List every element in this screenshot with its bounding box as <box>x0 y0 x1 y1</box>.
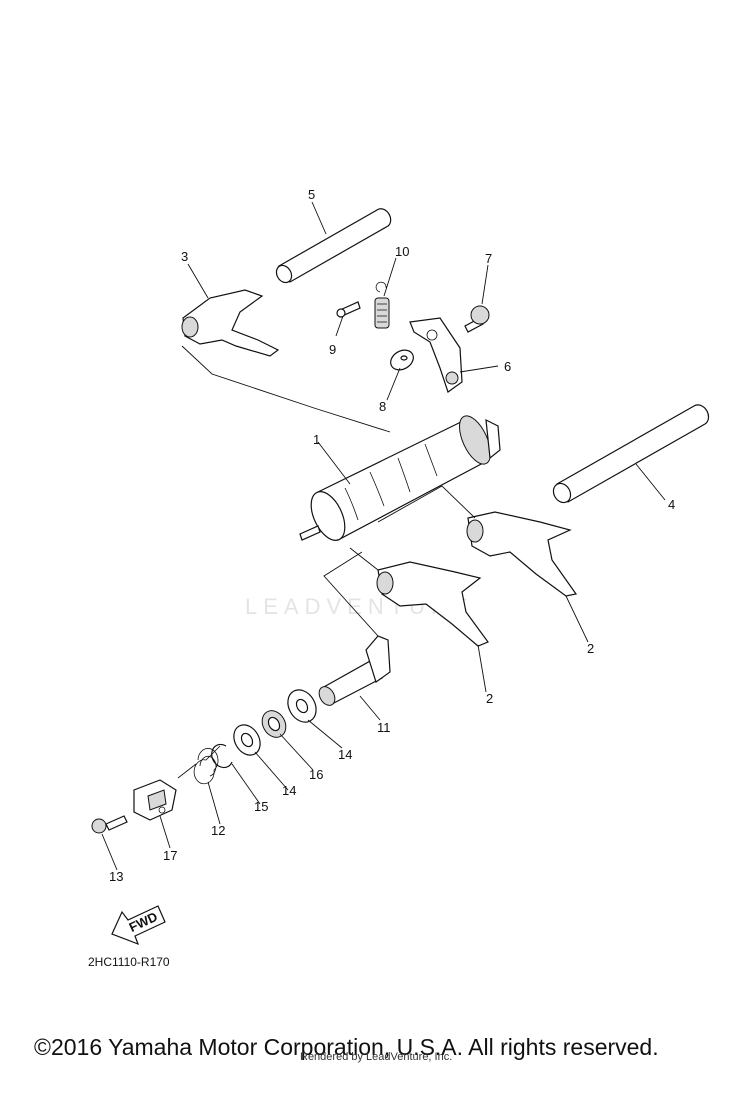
part-17-bracket[interactable] <box>133 779 177 821</box>
part-13-bolt[interactable] <box>91 815 128 834</box>
part-1-shift-drum[interactable] <box>299 411 501 545</box>
leader-lines <box>101 201 666 871</box>
callout-9: 9 <box>329 342 336 357</box>
part-3-shift-fork[interactable] <box>181 289 280 357</box>
part-11-shift-shaft[interactable] <box>316 635 391 708</box>
callout-5: 5 <box>308 187 315 202</box>
part-14-washer-lower[interactable] <box>229 720 266 760</box>
copyright-text: ©2016 Yamaha Motor Corporation, U.S.A. A… <box>34 1034 659 1060</box>
part-5-shaft[interactable] <box>273 208 392 286</box>
part-2-shift-fork-upper[interactable] <box>466 511 578 597</box>
part-14-washer-upper[interactable] <box>282 685 322 727</box>
callout-4: 4 <box>668 497 675 512</box>
part-10-spring[interactable] <box>374 281 390 329</box>
callout-13: 13 <box>109 869 123 884</box>
callout-7: 7 <box>485 251 492 266</box>
callout-8: 8 <box>379 399 386 414</box>
part-8-washer[interactable] <box>387 346 417 374</box>
callouts: 5 3 10 7 9 8 6 1 4 2 2 11 14 16 14 15 12… <box>109 187 675 884</box>
callout-2b: 2 <box>486 691 493 706</box>
fwd-arrow-icon: FWD <box>111 905 166 946</box>
callout-11: 11 <box>377 720 391 735</box>
callout-17: 17 <box>163 848 177 863</box>
callout-2a: 2 <box>587 641 594 656</box>
callout-15: 15 <box>254 799 268 814</box>
callout-12: 12 <box>211 823 225 838</box>
callout-1: 1 <box>313 432 320 447</box>
part-7-bolt[interactable] <box>464 305 490 333</box>
callout-3: 3 <box>181 249 188 264</box>
callout-14b: 14 <box>282 783 296 798</box>
part-12-torsion-spring[interactable] <box>177 745 221 785</box>
part-2-shift-fork-lower[interactable] <box>376 561 489 647</box>
callout-6: 6 <box>504 359 511 374</box>
callout-14a: 14 <box>338 747 352 762</box>
part-4-shaft[interactable] <box>550 404 710 506</box>
rendered-by-text: Rendered by LeadVenture, Inc. <box>300 1051 453 1063</box>
part-9-screw[interactable] <box>336 301 361 318</box>
part-15-circlip[interactable] <box>211 743 233 769</box>
part-6-stopper-lever[interactable] <box>409 317 463 393</box>
callout-10: 10 <box>395 244 409 259</box>
diagram-code: 2HC1110-R170 <box>88 955 170 969</box>
part-16-oil-seal[interactable] <box>257 706 290 741</box>
callout-16: 16 <box>309 767 323 782</box>
